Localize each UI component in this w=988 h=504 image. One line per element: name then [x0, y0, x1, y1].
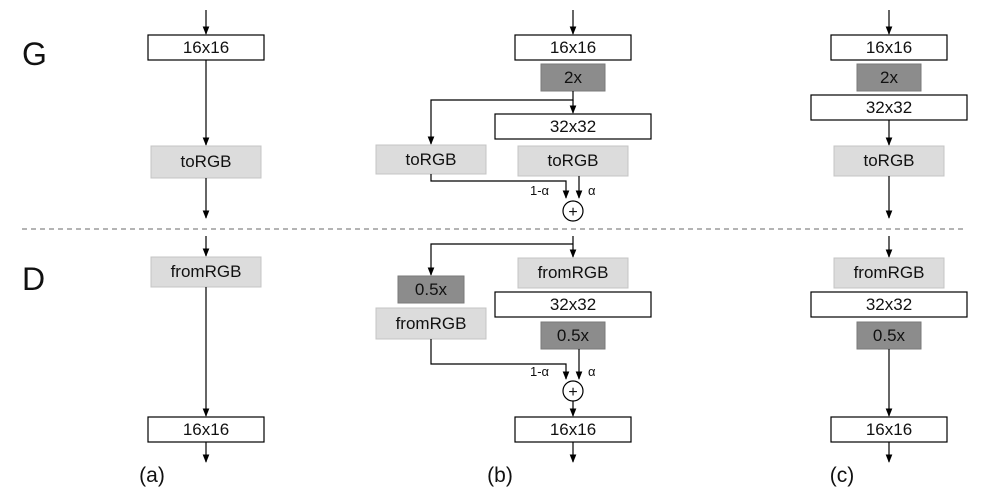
- block-label: 32x32: [866, 295, 912, 314]
- block-label: toRGB: [547, 151, 598, 170]
- block-label: 32x32: [866, 98, 912, 117]
- block-label: 2x: [880, 68, 898, 87]
- arrow: [430, 174, 570, 199]
- arrow: [430, 339, 570, 380]
- block-label: 32x32: [550, 117, 596, 136]
- block-downsample-0.5x: [540, 321, 606, 350]
- block-upsample-2x: [856, 63, 922, 92]
- mix-weight-alpha: α: [588, 183, 596, 198]
- column-label-b: (b): [487, 464, 513, 487]
- adder-symbol: +: [568, 204, 577, 221]
- block-fromrgb: [833, 257, 945, 289]
- row-label-generator: G: [22, 36, 47, 72]
- block-32x32: [810, 291, 968, 318]
- column-label-c: (c): [830, 464, 855, 487]
- block-label: 0.5x: [415, 280, 448, 299]
- block-16x16: [147, 34, 265, 61]
- block-fromrgb: [375, 307, 487, 340]
- block-label: 16x16: [183, 38, 229, 57]
- row-label-discriminator: D: [22, 261, 45, 297]
- block-label: fromRGB: [538, 263, 609, 282]
- column-a: 16x16 toRGB fromRGB 16x16 (a): [139, 10, 265, 487]
- arrow: [427, 243, 573, 276]
- block-torgb: [150, 145, 262, 179]
- block-label: 0.5x: [873, 326, 906, 345]
- block-downsample-0.5x: [397, 275, 465, 304]
- block-label: 0.5x: [557, 326, 590, 345]
- block-label: fromRGB: [171, 262, 242, 281]
- mix-weight-alpha: α: [588, 364, 596, 379]
- block-label: 16x16: [550, 38, 596, 57]
- block-label: fromRGB: [396, 314, 467, 333]
- block-label: 2x: [564, 68, 582, 87]
- block-label: fromRGB: [854, 263, 925, 282]
- mix-weight-one-minus-alpha: 1-α: [530, 364, 550, 379]
- block-label: toRGB: [180, 152, 231, 171]
- block-fromrgb: [517, 257, 629, 289]
- block-32x32: [494, 113, 652, 140]
- block-fromrgb: [150, 256, 262, 288]
- block-16x16: [514, 416, 632, 443]
- block-label: 16x16: [866, 38, 912, 57]
- block-label: 16x16: [183, 420, 229, 439]
- block-16x16: [830, 34, 948, 61]
- column-label-a: (a): [139, 464, 165, 487]
- block-label: toRGB: [405, 150, 456, 169]
- arrow: [427, 91, 574, 145]
- column-b: 16x16 2x 32x32 toRGB toRGB 1-α α + fromR…: [375, 10, 652, 487]
- block-torgb: [517, 145, 629, 177]
- block-upsample-2x: [540, 63, 606, 92]
- adder-circle: [562, 200, 584, 222]
- block-label: 16x16: [550, 420, 596, 439]
- block-32x32: [494, 291, 652, 318]
- mix-weight-one-minus-alpha: 1-α: [530, 183, 550, 198]
- block-16x16: [514, 34, 632, 61]
- column-c: 16x16 2x 32x32 toRGB fromRGB 32x32 0.5x …: [810, 10, 968, 487]
- adder-symbol: +: [568, 384, 577, 401]
- block-label: 16x16: [866, 420, 912, 439]
- block-label: 32x32: [550, 295, 596, 314]
- block-label: toRGB: [863, 151, 914, 170]
